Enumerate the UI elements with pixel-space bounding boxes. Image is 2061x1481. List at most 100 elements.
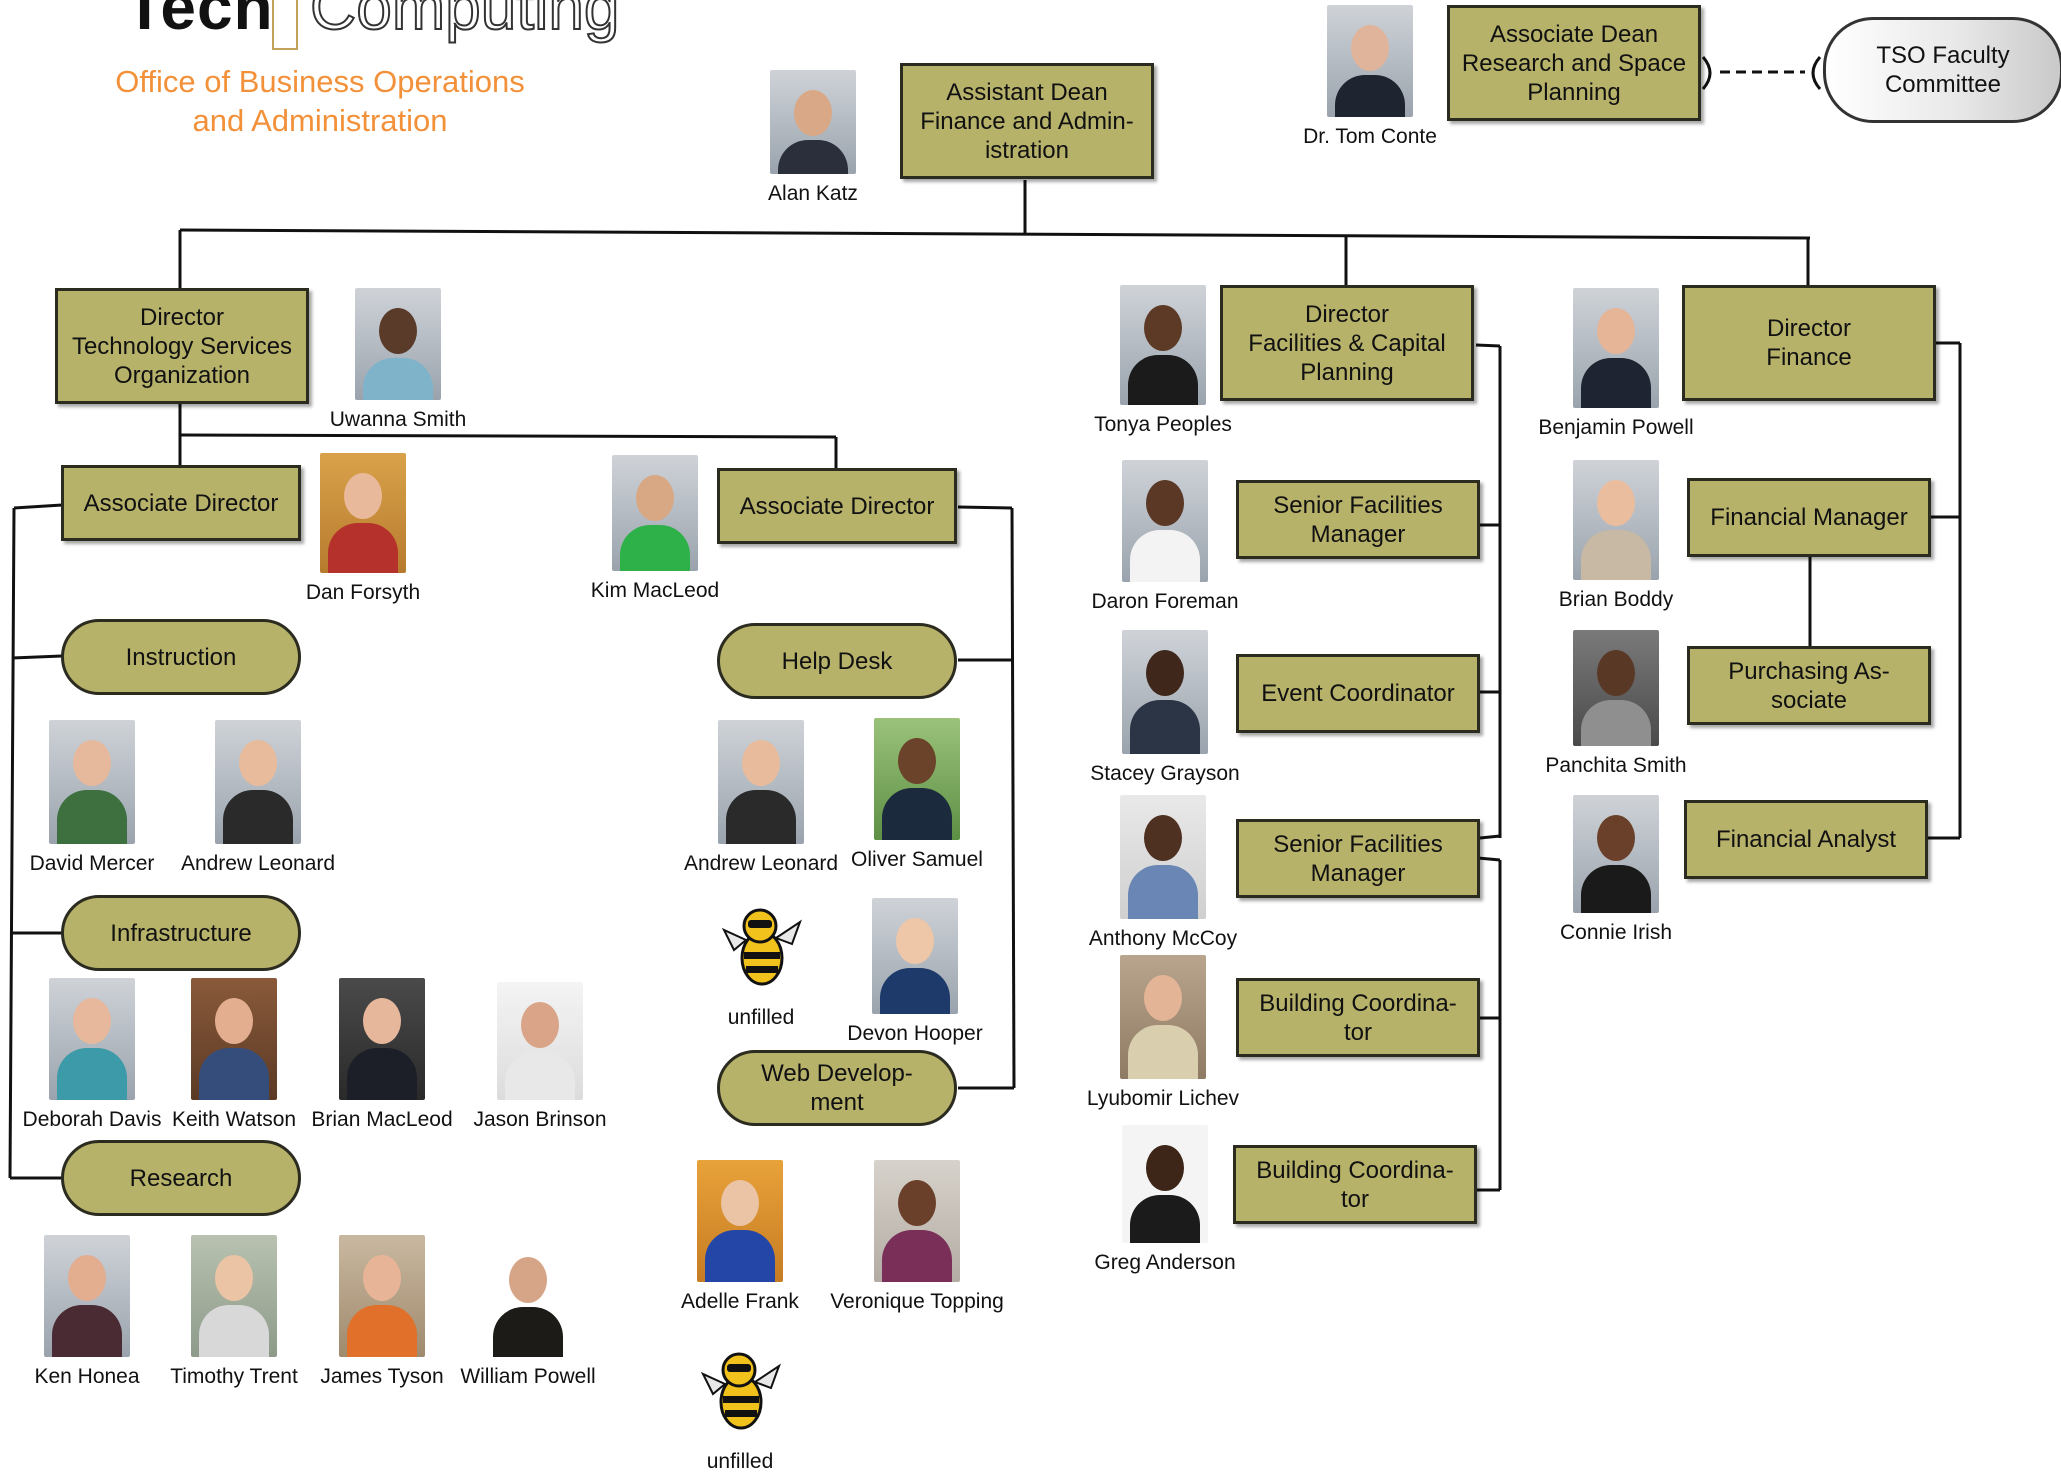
logo-word-tech: Tech xyxy=(125,0,274,43)
portrait-photo xyxy=(49,978,135,1100)
portrait-photo xyxy=(872,898,958,1014)
director-finance-box: Director Finance xyxy=(1682,285,1936,401)
person-name: Timothy Trent xyxy=(170,1365,298,1388)
person-adelle-frank: Adelle Frank xyxy=(660,1160,820,1314)
purchasing-associate-box: Purchasing As- sociate xyxy=(1687,646,1931,725)
research-team: Research xyxy=(61,1140,301,1216)
person-name: Alan Katz xyxy=(768,182,858,205)
person-deborah-davis: Deborah Davis xyxy=(12,978,172,1132)
person-unfilled-webdev: unfilled xyxy=(660,1342,820,1474)
person-name: Brian Boddy xyxy=(1558,588,1674,611)
logo-word-computing: Computing xyxy=(309,0,620,44)
person-name: Jason Brinson xyxy=(473,1108,607,1131)
associate-director-box-2: Associate Director xyxy=(717,468,957,544)
person-andrew-leonard: Andrew Leonard xyxy=(178,720,338,876)
portrait-photo xyxy=(497,982,583,1100)
person-uwanna-smith: Uwanna Smith xyxy=(318,288,478,432)
instruction-team: Instruction xyxy=(61,619,301,695)
portrait-photo xyxy=(718,720,804,844)
person-name: David Mercer xyxy=(29,852,155,875)
person-name: Adelle Frank xyxy=(681,1290,799,1313)
portrait-photo xyxy=(339,978,425,1100)
buzz-mascot-icon xyxy=(697,1342,783,1442)
associate-dean-box: Associate Dean Research and Space Planni… xyxy=(1447,5,1701,121)
portrait-photo xyxy=(697,1160,783,1282)
person-dan-forsyth: Dan Forsyth xyxy=(283,453,443,605)
portrait-photo xyxy=(191,978,277,1100)
person-daron-foreman: Daron Foreman xyxy=(1085,460,1245,614)
person-tonya-peoples: Tonya Peoples xyxy=(1083,285,1243,437)
portrait-photo xyxy=(191,1235,277,1357)
person-tom-conte: Dr. Tom Conte xyxy=(1290,5,1450,149)
person-benjamin-powell: Benjamin Powell xyxy=(1536,288,1696,440)
person-name: Andrew Leonard xyxy=(683,852,839,875)
person-william-powell: William Powell xyxy=(448,1237,608,1389)
senior-facilities-manager-box-2: Senior Facilities Manager xyxy=(1236,819,1480,898)
person-greg-anderson: Greg Anderson xyxy=(1085,1125,1245,1275)
portrait-photo xyxy=(320,453,406,573)
portrait-photo xyxy=(1120,285,1206,405)
web-development-team: Web Develop- ment xyxy=(717,1050,957,1126)
person-name: Greg Anderson xyxy=(1094,1251,1236,1274)
person-alan-katz: Alan Katz xyxy=(733,70,893,206)
person-veronique-topping: Veronique Topping xyxy=(830,1160,1004,1314)
infrastructure-team: Infrastructure xyxy=(61,895,301,971)
assistant-dean-box: Assistant Dean Finance and Admin- istrat… xyxy=(900,63,1154,179)
portrait-photo xyxy=(1120,955,1206,1079)
person-name: Dr. Tom Conte xyxy=(1303,125,1437,148)
person-andrew-leonard-helpdesk: Andrew Leonard xyxy=(681,720,841,876)
portrait-photo xyxy=(1122,1125,1208,1243)
person-name: Benjamin Powell xyxy=(1538,416,1694,439)
event-coordinator-box: Event Coordinator xyxy=(1236,654,1480,733)
person-brian-boddy: Brian Boddy xyxy=(1536,460,1696,612)
person-kim-macleod: Kim MacLeod xyxy=(575,455,735,603)
portrait-photo xyxy=(1122,630,1208,754)
portrait-photo xyxy=(485,1237,571,1357)
director-facilities-box: Director Facilities & Capital Planning xyxy=(1220,285,1474,401)
portrait-photo xyxy=(874,1160,960,1282)
person-name: Uwanna Smith xyxy=(329,408,467,431)
person-name: Andrew Leonard xyxy=(180,852,336,875)
portrait-photo xyxy=(1327,5,1413,117)
portrait-photo xyxy=(1573,460,1659,580)
tso-faculty-committee-box: TSO Faculty Committee xyxy=(1823,17,2061,123)
building-coordinator-box-2: Building Coordina- tor xyxy=(1233,1145,1477,1224)
person-name: unfilled xyxy=(727,1006,795,1029)
person-name: Keith Watson xyxy=(171,1108,297,1131)
portrait-photo xyxy=(1120,795,1206,919)
person-ken-honea: Ken Honea xyxy=(7,1235,167,1389)
person-timothy-trent: Timothy Trent xyxy=(154,1235,314,1389)
portrait-photo xyxy=(44,1235,130,1357)
person-name: Oliver Samuel xyxy=(851,848,983,871)
person-name: Daron Foreman xyxy=(1091,590,1239,613)
person-name: Deborah Davis xyxy=(22,1108,162,1131)
person-name: Lyubomir Lichev xyxy=(1086,1087,1240,1110)
person-name: William Powell xyxy=(460,1365,596,1388)
person-keith-watson: Keith Watson xyxy=(154,978,314,1132)
person-name: Connie Irish xyxy=(1559,921,1673,944)
person-name: Dan Forsyth xyxy=(305,581,421,604)
person-name: Stacey Grayson xyxy=(1090,762,1240,785)
person-james-tyson: James Tyson xyxy=(302,1235,462,1389)
financial-analyst-box: Financial Analyst xyxy=(1684,800,1928,879)
help-desk-team: Help Desk xyxy=(717,623,957,699)
portrait-photo xyxy=(1573,288,1659,408)
portrait-photo xyxy=(215,720,301,844)
person-name: James Tyson xyxy=(320,1365,444,1388)
director-tso-box: Director Technology Services Organizatio… xyxy=(55,288,309,404)
portrait-photo xyxy=(1573,795,1659,913)
person-unfilled-helpdesk: unfilled xyxy=(681,898,841,1030)
person-name: Devon Hooper xyxy=(847,1022,983,1045)
portrait-photo xyxy=(49,720,135,844)
associate-director-box-1: Associate Director xyxy=(61,465,301,541)
person-name: Tonya Peoples xyxy=(1094,413,1232,436)
portrait-photo xyxy=(770,70,856,174)
office-title: Office of Business Operations and Admini… xyxy=(115,64,525,138)
building-coordinator-box-1: Building Coordina- tor xyxy=(1236,978,1480,1057)
person-name: Veronique Topping xyxy=(830,1290,1004,1313)
person-brian-macleod: Brian MacLeod xyxy=(302,978,462,1132)
person-david-mercer: David Mercer xyxy=(12,720,172,876)
buzz-mascot-icon xyxy=(718,898,804,998)
portrait-photo xyxy=(874,718,960,840)
portrait-photo xyxy=(1122,460,1208,582)
